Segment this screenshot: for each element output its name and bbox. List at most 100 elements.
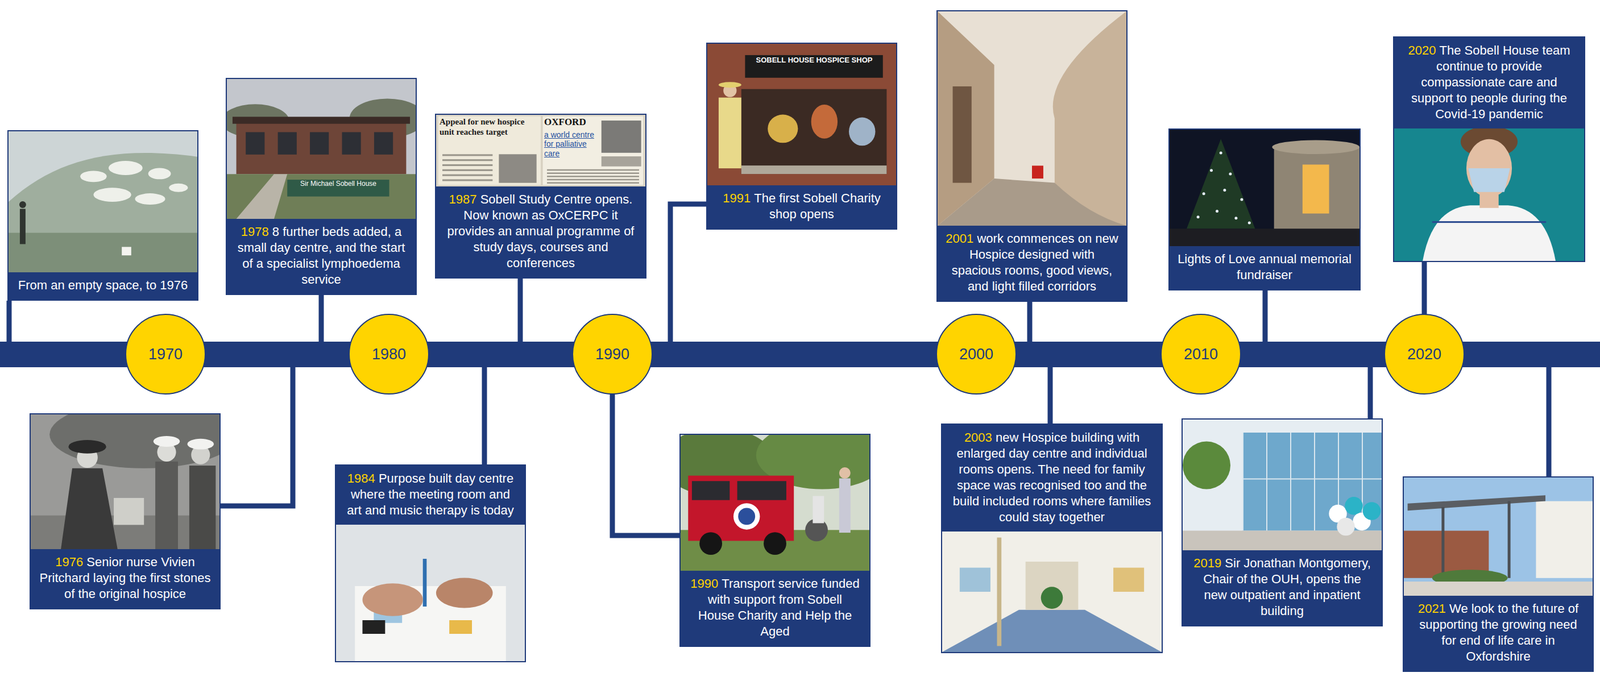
photo: [8, 131, 198, 273]
leader-line: [6, 300, 12, 344]
frame: [1290, 432, 1292, 532]
tree-light: [1248, 221, 1251, 225]
sky: [8, 131, 198, 273]
floor: [942, 609, 1162, 652]
canopy: [1407, 495, 1546, 511]
background: [1394, 128, 1585, 261]
window: [309, 132, 329, 155]
woman-dress: [718, 97, 742, 169]
sky: [1182, 419, 1382, 551]
year-text: 2019: [1193, 556, 1222, 571]
name-sign: [287, 179, 389, 197]
glass-facade: [1242, 432, 1382, 532]
event-text: work commences on new Hospice designed w…: [951, 231, 1119, 294]
tree-light: [1196, 215, 1200, 219]
text-panel: 1984Purpose built day centre where the m…: [336, 465, 525, 525]
photo: [30, 414, 220, 550]
window: [245, 132, 265, 155]
red-box: [1031, 166, 1044, 180]
shop-sign: [744, 55, 883, 78]
text-line: [546, 179, 640, 181]
handrail: [997, 537, 1002, 646]
photo: [1169, 129, 1360, 247]
event-text: Lights of Love annual memorial fundraise…: [1177, 251, 1352, 283]
text-panel: 2003new Hospice building with enlarged d…: [942, 424, 1162, 532]
text-line: [546, 175, 640, 178]
news-photo: [601, 120, 642, 153]
leader-line: [1546, 365, 1552, 477]
wheel: [763, 532, 787, 555]
face: [1466, 139, 1512, 198]
year-text: 1984: [347, 471, 376, 486]
tree-light: [1202, 192, 1206, 196]
curved-wall: [1053, 11, 1127, 226]
leader-line: [220, 365, 293, 507]
man: [189, 465, 216, 550]
year-circle-fill: [1384, 314, 1465, 395]
photo-caption: Sir Michael Sobell House: [289, 180, 388, 189]
roof: [232, 117, 410, 124]
watch: [362, 620, 385, 634]
leader-line: [482, 365, 488, 465]
background: [436, 114, 646, 187]
chalk-patch: [134, 193, 165, 205]
person: [812, 496, 824, 524]
window: [342, 132, 362, 155]
text-panel: Lights of Love annual memorial fundraise…: [1169, 246, 1360, 290]
plant: [1041, 586, 1064, 609]
frame: [1266, 432, 1268, 532]
grass: [680, 529, 870, 571]
chalk-patch: [93, 187, 131, 202]
brick-wall: [707, 43, 897, 186]
person: [839, 478, 851, 533]
tree-light: [1240, 198, 1243, 202]
timeline-card: 1991The first Sobell Charity shop opensS…: [706, 42, 898, 230]
golfer-head: [19, 201, 27, 209]
photo: [707, 43, 897, 186]
sky: [1403, 477, 1593, 596]
foundation-stone: [113, 498, 144, 525]
photo: [1182, 419, 1382, 551]
year-text: 1978: [241, 224, 269, 239]
year-circle-fill: [349, 314, 429, 395]
timeline-card: 2019Sir Jonathan Montgomery, Chair of th…: [1181, 418, 1383, 627]
photo-caption: OXFORD: [544, 116, 596, 128]
leader-line: [517, 278, 524, 344]
chalk-patch: [80, 171, 107, 183]
door: [952, 86, 972, 184]
woman-hat: [718, 81, 742, 88]
photo-caption: SOBELL HOUSE HOSPICE SHOP: [747, 56, 882, 65]
tree-light: [1223, 188, 1226, 192]
year-circle-fill: [936, 314, 1017, 395]
text-line: [442, 169, 493, 172]
van-window: [691, 481, 730, 500]
chalk-patch: [168, 183, 188, 193]
sky: [1169, 129, 1360, 247]
year-text: 2003: [964, 430, 993, 445]
wheel: [699, 532, 723, 555]
frame: [1242, 432, 1244, 532]
person-head: [839, 467, 851, 479]
timeline-bar: [0, 341, 1600, 368]
pen: [423, 558, 428, 607]
tree-light: [1228, 172, 1232, 176]
lit-window: [1302, 164, 1330, 214]
text-line: [546, 182, 640, 185]
photo: [1403, 477, 1593, 596]
hat: [68, 440, 106, 454]
text-panel: From an empty space, to 1976: [8, 272, 198, 300]
text-panel: 2019Sir Jonathan Montgomery, Chair of th…: [1182, 550, 1382, 626]
building: [236, 121, 407, 174]
round-building: [1535, 501, 1593, 579]
balloon: [1362, 502, 1382, 521]
ceiling: [937, 11, 1127, 226]
tree: [1182, 441, 1231, 490]
uniform: [1422, 205, 1556, 261]
text-line: [442, 154, 493, 157]
year-text: 2001: [945, 231, 974, 246]
year-text: 2021: [1418, 601, 1446, 616]
doorway: [1025, 561, 1079, 611]
event-text: Transport service funded with support fr…: [698, 576, 860, 639]
